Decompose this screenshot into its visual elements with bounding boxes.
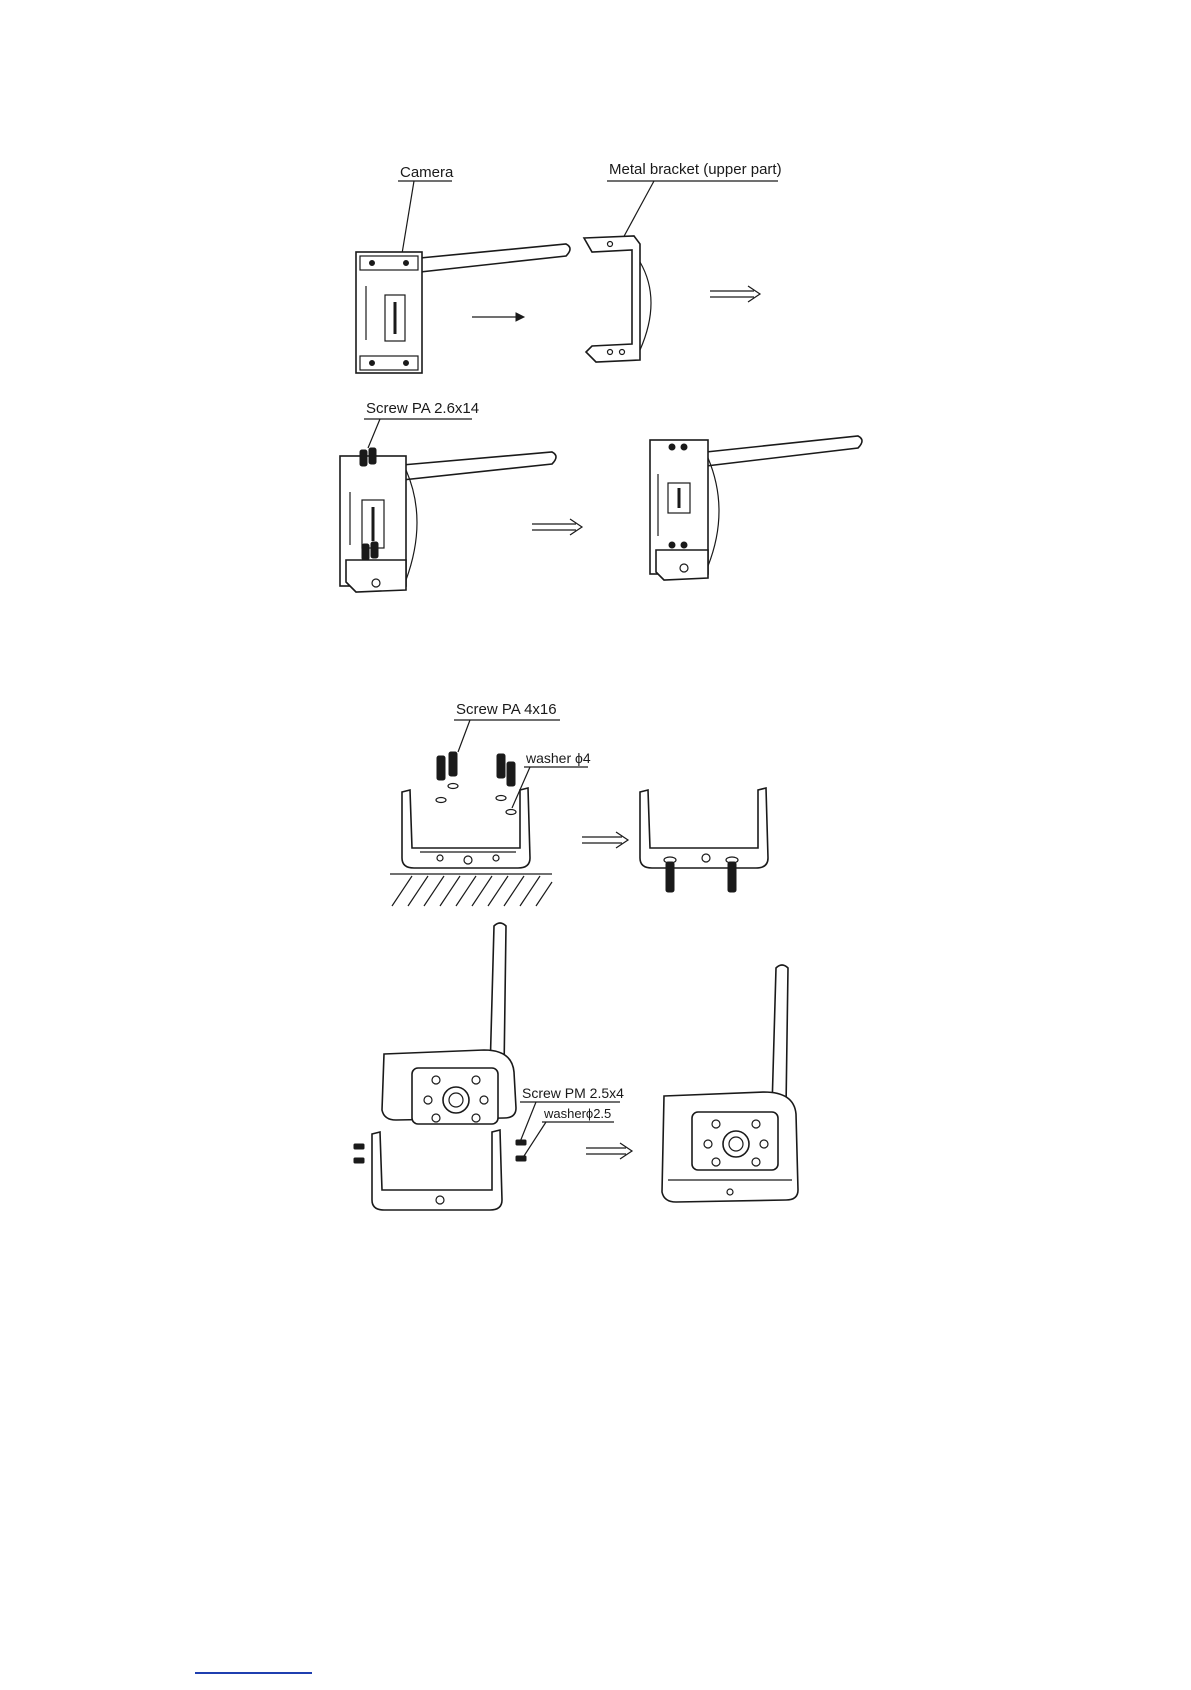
ground-surface xyxy=(390,874,552,906)
double-arrow-right-icon xyxy=(582,832,628,848)
arrow-right-icon xyxy=(472,313,524,321)
double-arrow-right-icon xyxy=(532,519,582,535)
step-1: Camera Metal bracket (upper part) xyxy=(356,161,782,373)
step-3: Screw PA 4x16 washer ϕ4 xyxy=(390,701,768,906)
camera-final-assembly xyxy=(662,965,798,1202)
double-arrow-right-icon xyxy=(586,1143,632,1159)
screw-icon xyxy=(437,752,515,786)
step-2: Screw PA 2.6x14 xyxy=(340,400,862,592)
label-washer-4: washer ϕ4 xyxy=(525,750,591,766)
base-bracket-mounted xyxy=(640,788,768,892)
footer-link-underline[interactable] xyxy=(195,1672,312,1674)
label-screw-pm-2-5x4: Screw PM 2.5x4 xyxy=(522,1085,624,1101)
label-washer-2-5: washerϕ2.5 xyxy=(543,1106,611,1121)
label-metal-bracket-upper: Metal bracket (upper part) xyxy=(609,161,782,178)
washer-icon xyxy=(436,784,516,815)
step-4: Screw PM 2.5x4 washerϕ2.5 xyxy=(354,923,798,1210)
camera-front-view xyxy=(382,923,516,1124)
base-bracket-lower xyxy=(372,1130,502,1210)
base-bracket-on-surface xyxy=(390,788,552,906)
label-camera: Camera xyxy=(400,164,454,181)
camera-back-view xyxy=(356,244,570,373)
double-arrow-right-icon xyxy=(710,286,760,302)
label-screw-pa-2-6x14: Screw PA 2.6x14 xyxy=(366,400,479,417)
label-screw-pa-4x16: Screw PA 4x16 xyxy=(456,701,557,718)
bracket-upper-part xyxy=(584,236,651,362)
camera-bracket-assembled xyxy=(650,436,862,580)
camera-with-bracket-screws xyxy=(340,448,556,592)
